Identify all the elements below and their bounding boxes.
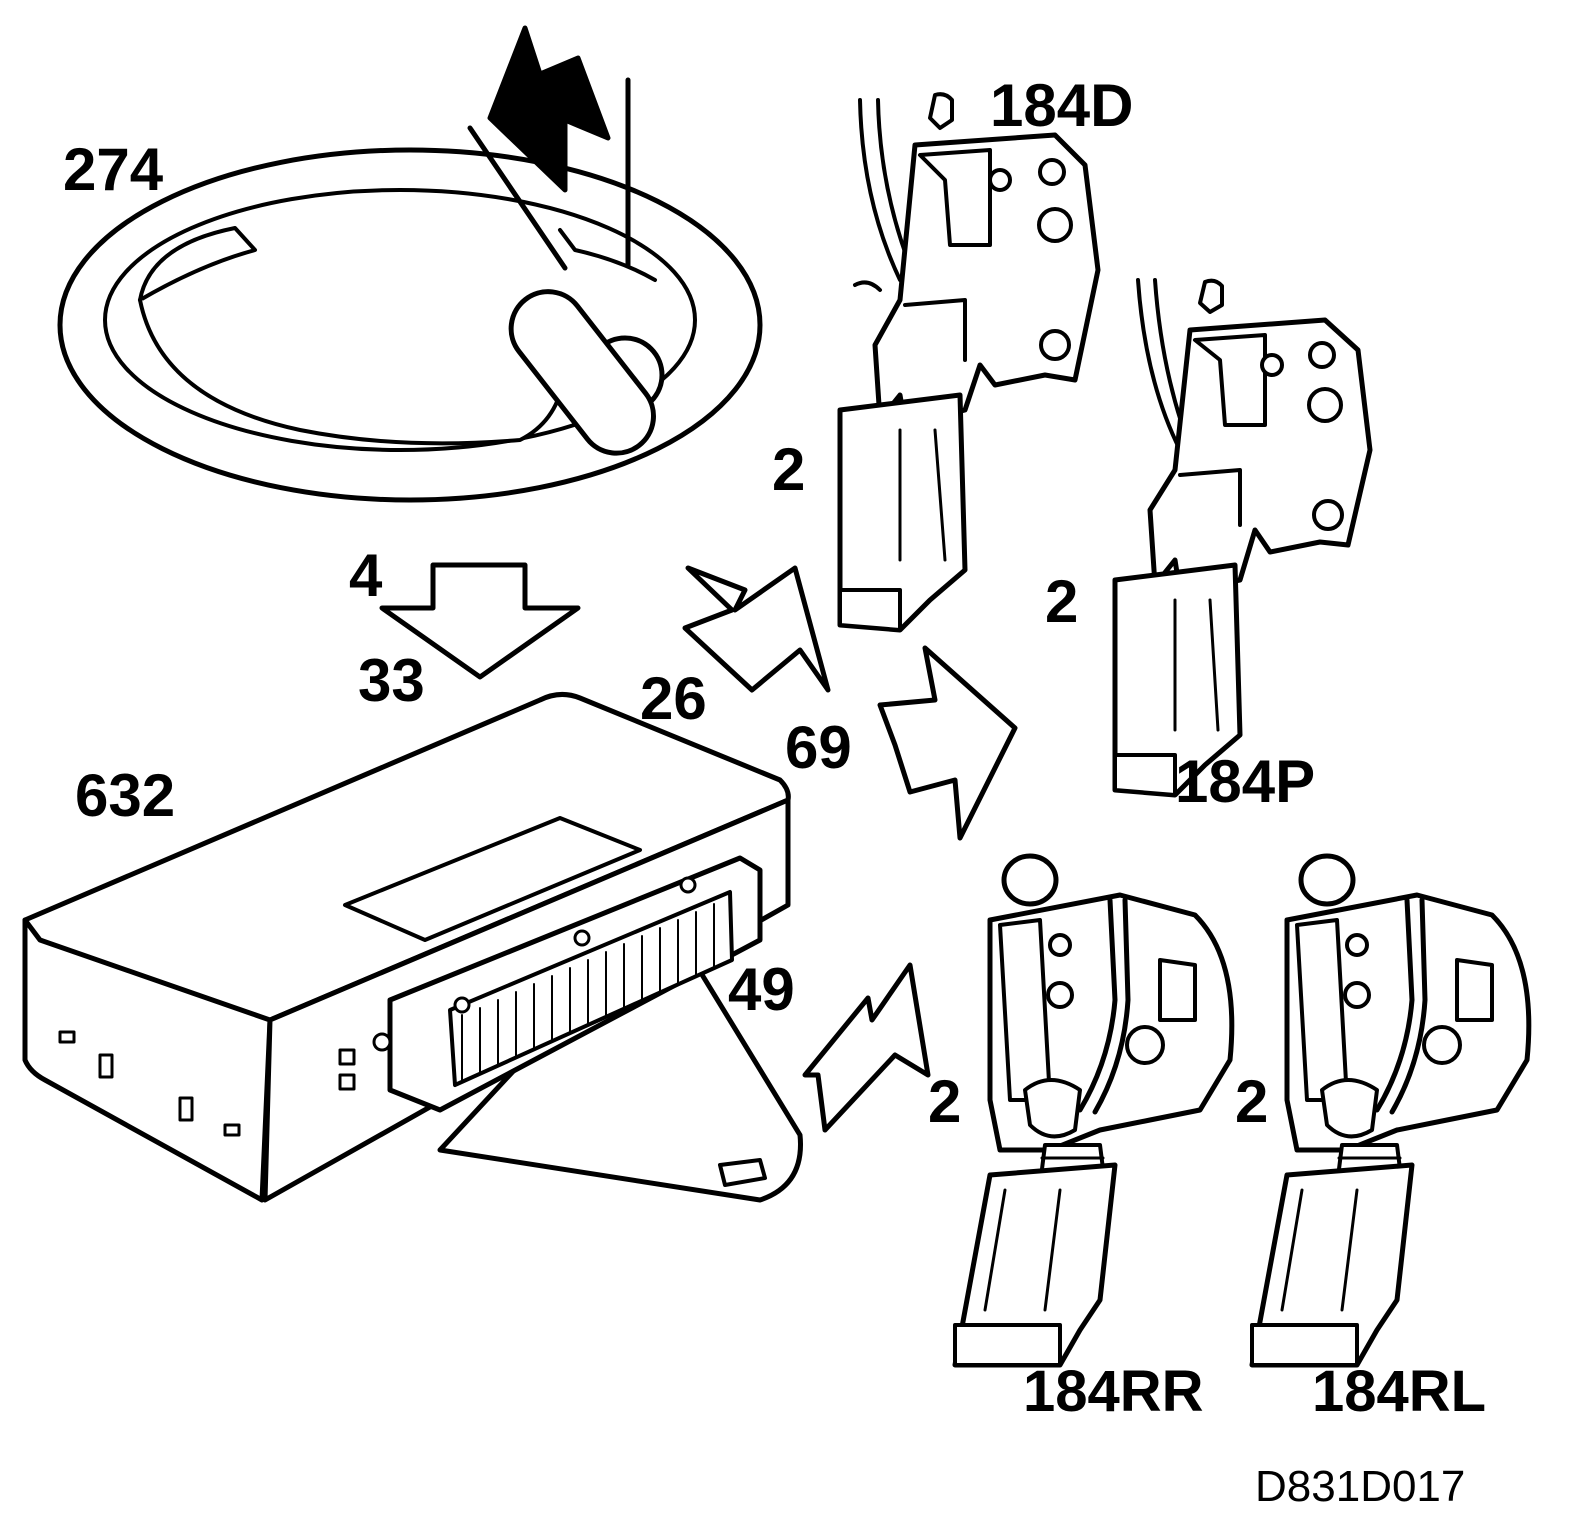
label-wire-rear-right: 2	[928, 1068, 962, 1135]
switch-274-drawing	[57, 25, 763, 503]
label-actuator-184d: 184D	[990, 72, 1134, 139]
label-arrow-in-top: 4	[349, 542, 383, 609]
label-arrow-out-26: 26	[640, 665, 707, 732]
actuator-184p-drawing	[1112, 278, 1373, 798]
signal-arrow-in	[379, 562, 581, 680]
control-module-632-drawing	[22, 692, 803, 1203]
figure-code: D831D017	[1255, 1462, 1466, 1511]
label-arrow-out-69: 69	[785, 714, 852, 781]
actuator-184rl-drawing	[1249, 853, 1532, 1368]
label-arrow-out-49: 49	[728, 956, 795, 1023]
label-arrow-in-bottom: 33	[358, 647, 425, 714]
signal-arrow-out-lower	[802, 962, 931, 1133]
actuator-184d-drawing	[837, 92, 1101, 633]
actuator-184rr-drawing	[952, 853, 1235, 1368]
label-wire-driver: 2	[772, 436, 806, 503]
signal-arrow-out-middle	[877, 645, 1018, 841]
label-wire-passenger: 2	[1045, 568, 1079, 635]
label-module-632: 632	[75, 762, 176, 829]
label-switch-274: 274	[63, 136, 164, 203]
label-wire-rear-left: 2	[1235, 1068, 1269, 1135]
label-actuator-184p: 184P	[1175, 748, 1316, 815]
label-actuator-184rl: 184RL	[1312, 1359, 1487, 1424]
label-actuator-184rr: 184RR	[1023, 1359, 1204, 1424]
signal-arrow-out-upper	[682, 565, 831, 693]
